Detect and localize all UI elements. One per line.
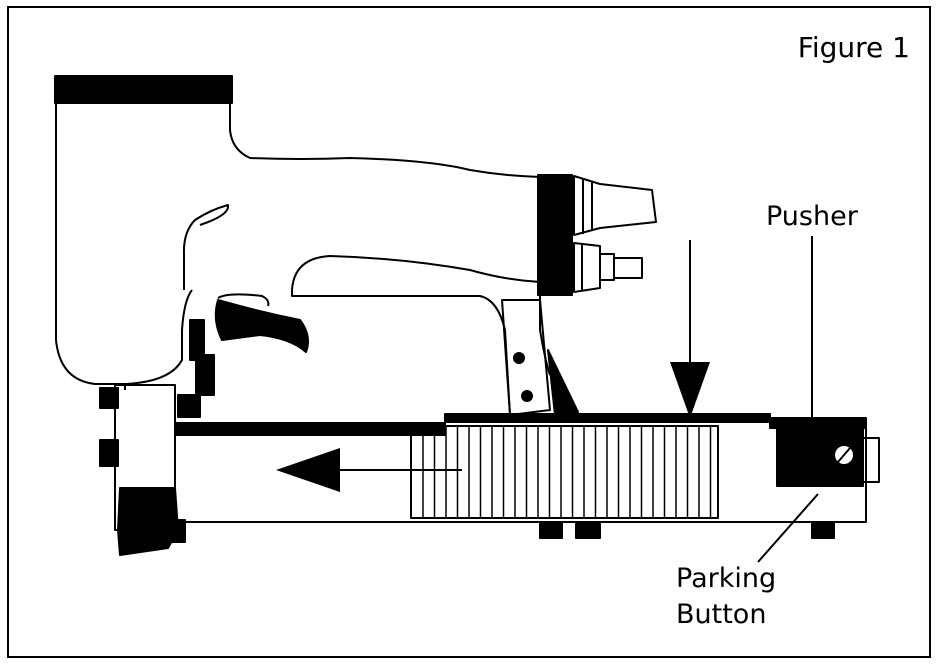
rear-cap bbox=[537, 174, 573, 296]
exhaust-cone bbox=[573, 175, 657, 236]
trigger-guard bbox=[217, 293, 270, 307]
load-arrow bbox=[670, 240, 710, 418]
magazine-top-rail bbox=[174, 422, 446, 436]
trigger bbox=[214, 299, 309, 353]
figure-title: Figure 1 bbox=[797, 31, 910, 64]
parking-button-label-line1: Parking bbox=[676, 563, 777, 594]
head-cap bbox=[54, 75, 233, 104]
staple-lines bbox=[422, 426, 712, 518]
staple-stack bbox=[410, 425, 719, 519]
magazine-bracket bbox=[501, 299, 551, 416]
parking-leader bbox=[757, 493, 819, 563]
air-inlet-fitting bbox=[573, 242, 601, 293]
feed-arrow bbox=[276, 448, 460, 492]
figure-frame bbox=[7, 6, 931, 658]
head-lower-curve bbox=[124, 289, 193, 385]
grip-curve bbox=[182, 204, 230, 290]
pusher-label: Pusher bbox=[766, 201, 858, 232]
magazine-body bbox=[174, 428, 867, 523]
handle-outline bbox=[291, 255, 551, 416]
tool-body-outline bbox=[55, 103, 541, 390]
parking-button-label-line2: Button bbox=[676, 599, 767, 630]
